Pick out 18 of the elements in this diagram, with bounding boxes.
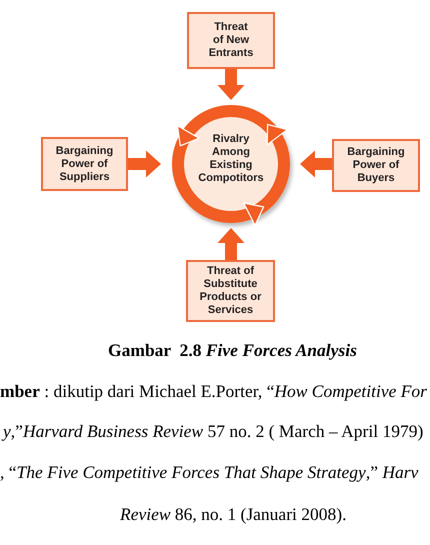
- source-citation-line: mber : dikutip dari Michael E.Porter, “How Competitive For: [0, 380, 427, 402]
- force-box: [187, 12, 275, 69]
- force-box: [186, 260, 275, 322]
- force-label: Bargaining Power of Suppliers: [54, 144, 114, 184]
- block-arrow: [218, 69, 244, 100]
- block-arrow: [218, 228, 244, 260]
- source-citation-line: Review 86, no. 1 (Januari 2008).: [120, 503, 346, 525]
- center-label: Rivalry Among Existing Compotitors: [197, 133, 265, 185]
- source-citation-line: , “The Five Competitive Forces That Shape Strategy,” Harv: [0, 461, 418, 483]
- force-box: [332, 139, 420, 192]
- force-label: Threat of Substitute Products or Services: [198, 265, 262, 317]
- block-arrow: [300, 150, 332, 178]
- force-box: [41, 137, 128, 191]
- force-label: Threat of New Entrants: [208, 21, 254, 60]
- force-label: Bargaining Power of Buyers: [346, 146, 406, 185]
- source-citation-line: y,”Harvard Business Review 57 no. 2 ( March – April 1979): [3, 420, 424, 442]
- block-arrow: [128, 150, 161, 178]
- figure-caption: Gambar 2.8 Five Forces Analysis: [108, 339, 357, 361]
